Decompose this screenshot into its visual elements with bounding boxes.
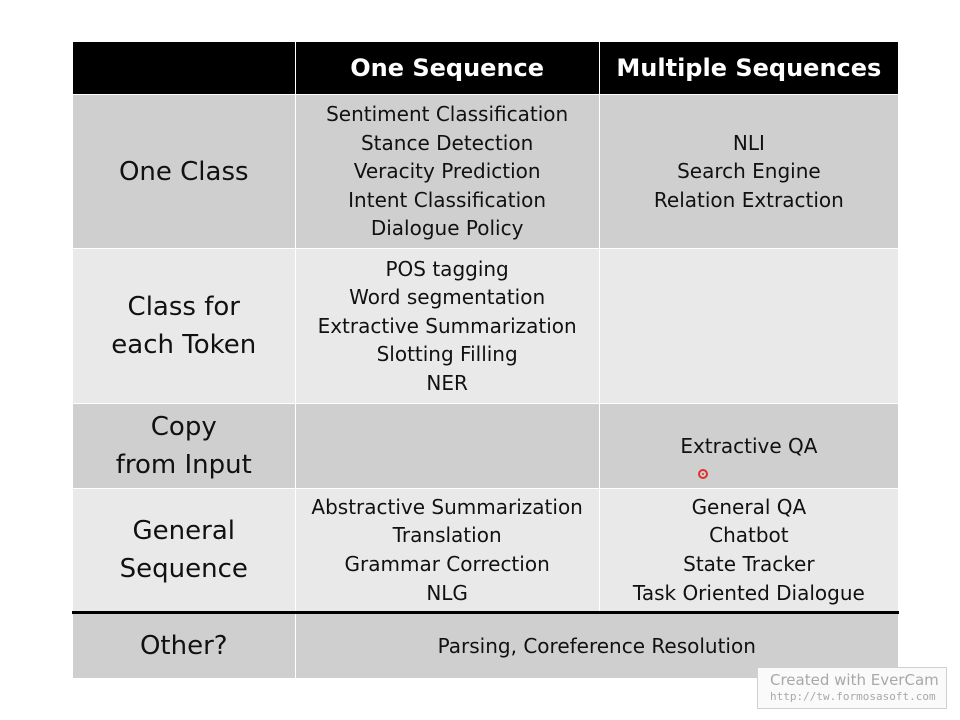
task-item: NER bbox=[426, 370, 468, 395]
task-item: General QA bbox=[691, 494, 807, 519]
task-item: Grammar Correction bbox=[344, 552, 550, 576]
row-label-line: General bbox=[132, 516, 235, 546]
cell-general-one-sequence: Abstractive Summarization Translation Gr… bbox=[294, 488, 600, 613]
task-item: Word segmentation bbox=[349, 285, 546, 310]
cursor-indicator bbox=[698, 469, 708, 479]
task-item: Extractive Summarization bbox=[317, 313, 577, 338]
row-label-line: One Class bbox=[118, 156, 249, 187]
row-label-line: Sequence bbox=[119, 554, 248, 584]
header-row: One Sequence Multiple Sequences bbox=[72, 41, 900, 95]
task-item: Translation bbox=[392, 523, 502, 548]
task-item: State Tracker bbox=[683, 552, 815, 576]
task-item: Extractive QA bbox=[680, 433, 818, 458]
row-label-line: Copy bbox=[150, 412, 217, 442]
row-label-line: Other? bbox=[139, 631, 228, 661]
task-item: NLG bbox=[426, 580, 468, 605]
cell-copy-one-sequence-empty bbox=[294, 403, 600, 489]
task-item: Slotting Filling bbox=[376, 342, 518, 367]
header-one-sequence: One Sequence bbox=[294, 41, 600, 95]
watermark-url: http://tw.formosasoft.com bbox=[770, 690, 936, 703]
row-one-class: One Class Sentiment Classification Stanc… bbox=[72, 94, 900, 249]
row-label-copy-from-input: Copy from Input bbox=[72, 403, 296, 489]
task-item: Sentiment Classification bbox=[326, 102, 569, 127]
row-label-general-sequence: General Sequence bbox=[72, 488, 296, 613]
task-item: NLI bbox=[732, 130, 765, 155]
task-item: Parsing, Coreference Resolution bbox=[437, 633, 756, 658]
row-label-class-for-each-token: Class for each Token bbox=[72, 248, 296, 404]
cell-one-class-multiple-sequences: NLI Search Engine Relation Extraction bbox=[598, 94, 900, 249]
task-item: Stance Detection bbox=[360, 130, 534, 155]
watermark-title: Created with EverCam bbox=[770, 671, 939, 689]
task-item: Relation Extraction bbox=[653, 187, 844, 212]
row-copy-from-input: Copy from Input Extractive QA bbox=[72, 403, 900, 489]
row-label-other: Other? bbox=[72, 611, 296, 679]
row-label-line: each Token bbox=[111, 330, 257, 360]
task-item: Intent Classification bbox=[348, 187, 547, 212]
task-item: Search Engine bbox=[677, 159, 821, 184]
cell-token-one-sequence: POS tagging Word segmentation Extractive… bbox=[294, 248, 600, 404]
task-item: Veracity Prediction bbox=[353, 159, 541, 184]
task-item: POS tagging bbox=[385, 256, 509, 281]
task-item: Task Oriented Dialogue bbox=[632, 580, 865, 605]
cell-copy-multiple-sequences: Extractive QA bbox=[598, 403, 900, 489]
task-item: Abstractive Summarization bbox=[311, 494, 583, 519]
cell-one-class-one-sequence: Sentiment Classification Stance Detectio… bbox=[294, 94, 600, 249]
header-multiple-sequences: Multiple Sequences bbox=[598, 41, 900, 95]
task-item: Dialogue Policy bbox=[370, 216, 524, 241]
cell-general-multiple-sequences: General QA Chatbot State Tracker Task Or… bbox=[598, 488, 900, 613]
task-item: Chatbot bbox=[709, 523, 789, 548]
row-label-line: from Input bbox=[115, 450, 252, 480]
cell-token-multiple-sequences-empty bbox=[598, 248, 900, 404]
row-label-one-class: One Class bbox=[72, 94, 296, 249]
header-corner-cell bbox=[72, 41, 296, 95]
row-general-sequence: General Sequence Abstractive Summarizati… bbox=[72, 488, 900, 613]
row-label-line: Class for bbox=[127, 292, 240, 322]
evercam-watermark: Created with EverCam http://tw.formosaso… bbox=[757, 667, 947, 709]
task-matrix-table: One Sequence Multiple Sequences One Clas… bbox=[72, 41, 900, 679]
row-class-for-each-token: Class for each Token POS tagging Word se… bbox=[72, 248, 900, 404]
